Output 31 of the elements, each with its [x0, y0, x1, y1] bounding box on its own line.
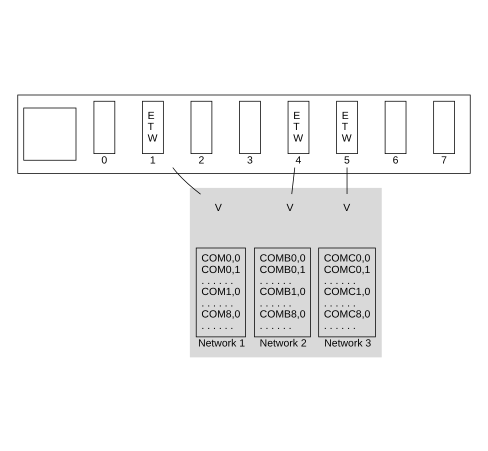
connector: [346, 166, 348, 194]
node-label: 2: [198, 154, 204, 166]
node-box: [23, 107, 76, 160]
node-box: [239, 100, 261, 154]
node-box: [384, 100, 406, 154]
node-box: [433, 100, 455, 154]
node-label: 1: [150, 154, 156, 166]
node-text: V: [343, 202, 350, 214]
node-label: Network 2: [260, 338, 307, 350]
node-box: [190, 100, 212, 154]
node-box: E T W: [288, 100, 310, 154]
node-label: 3: [246, 154, 253, 166]
node-label: 0: [101, 154, 108, 166]
node-box: E T W: [336, 100, 358, 154]
node-label: 4: [296, 154, 302, 166]
node-box: [94, 100, 116, 154]
connector: [172, 166, 201, 194]
node-box: COMB0,0 COMB0,1 . . . . . . COMB1,0 . . . . . . COMB8,0 . . . . . .: [254, 247, 311, 337]
node-text: V: [286, 202, 294, 214]
connector: [291, 166, 296, 194]
node-label: 7: [441, 154, 447, 166]
node-label: Network 3: [324, 338, 372, 350]
node-box: COMC0,0 COMC0,1 . . . . . . COMC1,0 . . . . . . COMC8,0 . . . . . .: [318, 247, 376, 337]
node-box: E T W: [142, 100, 164, 154]
node-label: Network 1: [198, 338, 246, 350]
node-box: COM0,0 COM0,1 . . . . . . COM1,0 . . . . . . COM8,0 . . . . . .: [196, 247, 246, 337]
cluster: [17, 94, 471, 174]
node-label: 6: [392, 154, 398, 166]
node-label: 5: [344, 154, 350, 166]
cluster: [190, 187, 382, 357]
node-text: V: [214, 202, 222, 214]
